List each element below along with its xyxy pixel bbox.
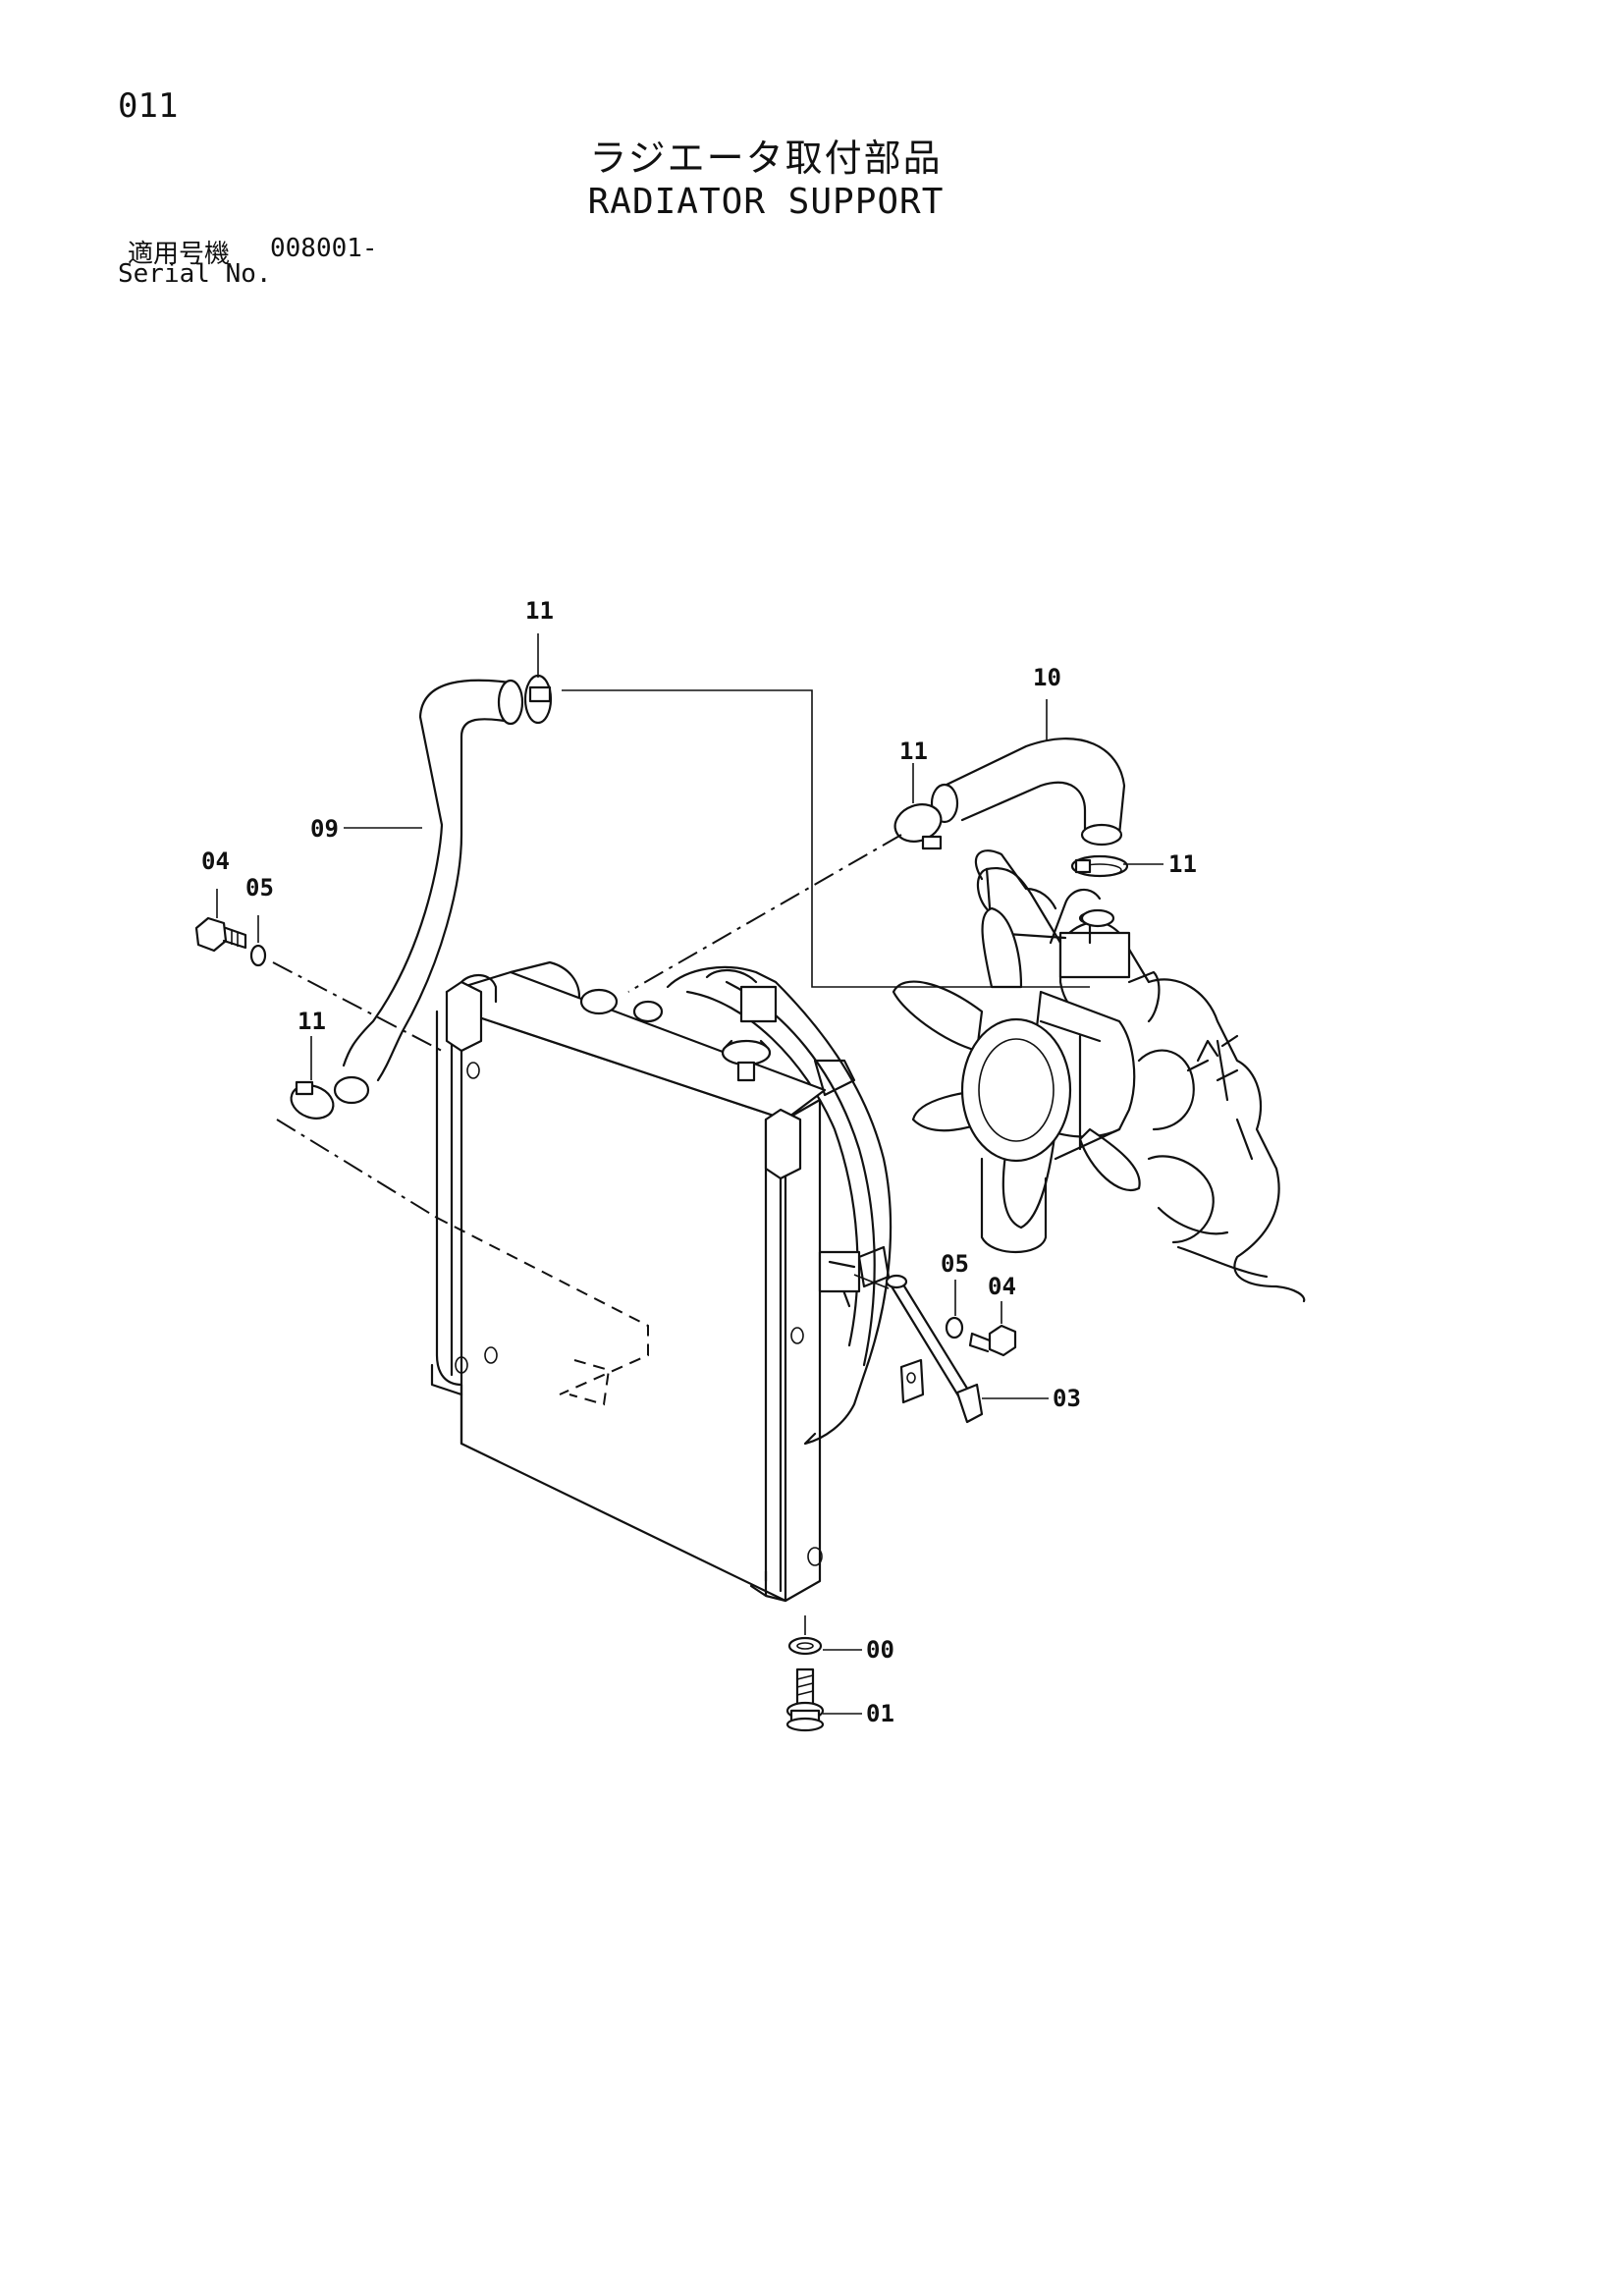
callout-11-top-hose-clamp: 11 bbox=[525, 597, 554, 625]
callout-05-left-washer: 05 bbox=[245, 874, 274, 902]
assembly-line-left-clamp bbox=[276, 1119, 438, 1219]
lower-hose bbox=[930, 738, 1126, 847]
page-number: 011 bbox=[118, 86, 179, 126]
callout-04-right-bolt: 04 bbox=[988, 1273, 1016, 1300]
callout-03-bracket-stay: 03 bbox=[1053, 1385, 1081, 1412]
callout-09-upper-hose: 09 bbox=[310, 815, 339, 843]
callout-10-lower-hose: 10 bbox=[1033, 664, 1061, 691]
engine-assembly bbox=[892, 849, 1306, 1303]
bottom-bolt bbox=[785, 1667, 825, 1732]
hose-clamp-left bbox=[290, 1080, 335, 1120]
assembly-line-top bbox=[562, 689, 1090, 988]
hose-clamp-upper-right bbox=[893, 803, 943, 850]
fan-shroud bbox=[666, 965, 893, 1446]
serial-number-value: 008001- bbox=[270, 234, 378, 263]
assembly-line-upper-right bbox=[627, 834, 902, 993]
nut-clip bbox=[899, 1358, 925, 1404]
bolt-right bbox=[968, 1324, 1017, 1357]
serial-label-japanese: 適用号機 bbox=[128, 240, 231, 269]
serial-label: Serial No. bbox=[118, 259, 272, 289]
page-title: RADIATOR SUPPORT bbox=[587, 182, 945, 222]
callout-01-bottom-bolt: 01 bbox=[866, 1700, 894, 1727]
bottom-washer bbox=[787, 1636, 823, 1656]
hose-clamp-top bbox=[523, 674, 553, 725]
washer-left bbox=[249, 944, 267, 967]
callout-00-bottom-washer: 00 bbox=[866, 1636, 894, 1664]
radiator-core bbox=[430, 960, 861, 1603]
upper-hose bbox=[333, 679, 524, 1105]
hose-clamp-right bbox=[1070, 854, 1129, 928]
callout-11-right-hose-clamp: 11 bbox=[1168, 850, 1197, 878]
bolt-left bbox=[194, 916, 247, 953]
hidden-lower-pipe bbox=[568, 1359, 611, 1406]
callout-11-upper-right-hose-clamp: 11 bbox=[899, 738, 928, 765]
page-title-japanese: ラジエータ取付部品 bbox=[589, 137, 943, 180]
bracket-stay bbox=[885, 1274, 984, 1424]
washer-right bbox=[945, 1316, 964, 1339]
assembly-line-right-bolt bbox=[853, 1274, 890, 1289]
assembly-line-left-bolt bbox=[272, 961, 443, 1052]
callout-04-left-bolt: 04 bbox=[201, 847, 230, 875]
callout-05-right-washer: 05 bbox=[941, 1250, 969, 1278]
hidden-lower-outline bbox=[436, 1217, 649, 1395]
callout-11-left-hose-clamp: 11 bbox=[298, 1008, 326, 1035]
